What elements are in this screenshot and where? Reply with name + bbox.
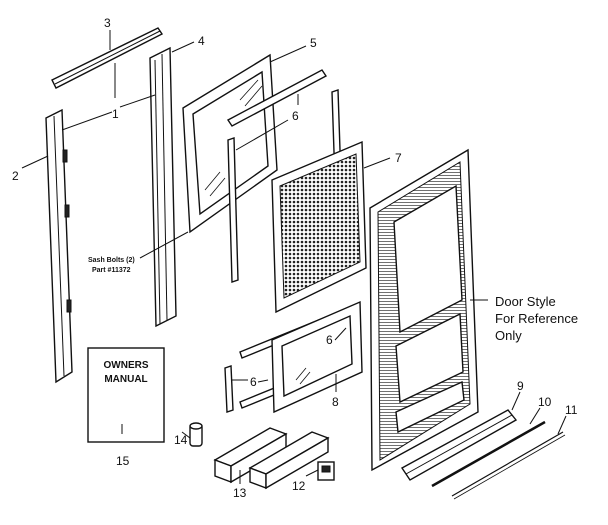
part-8-lower-glass-sash: [271, 300, 363, 414]
callout-4: 4: [198, 34, 205, 48]
part-15-owners-manual: OWNERS MANUAL: [87, 347, 165, 443]
sash-bolts-part-number: Part #11372: [92, 267, 131, 274]
callout-12: 12: [292, 479, 306, 493]
part-10-sweep: [431, 420, 546, 488]
callout-6-lower-sash: 6: [326, 333, 333, 347]
sash-bolts-label: Sash Bolts (2): [88, 257, 135, 264]
callout-8: 8: [332, 395, 339, 409]
part-11-strip: [451, 431, 566, 500]
part-2-hinge-rail: [45, 108, 73, 384]
callout-5: 5: [310, 36, 317, 50]
door-style-line1: Door Style: [495, 294, 556, 309]
part-4-latch-rail: [149, 46, 177, 328]
callout-13: 13: [233, 486, 247, 500]
callout-15: 15: [116, 454, 130, 468]
part-7-screen-sash: [271, 140, 367, 314]
part-13-blocks: [213, 427, 330, 490]
callout-3: 3: [104, 16, 111, 30]
callout-7: 7: [395, 151, 402, 165]
part-12-strike-plate: [317, 461, 335, 481]
door-style-line3: Only: [495, 328, 522, 343]
callout-1: 1: [112, 107, 119, 121]
callout-6-left: 6: [250, 375, 257, 389]
reference-door: [369, 148, 479, 472]
callout-10: 10: [538, 395, 552, 409]
manual-title-line2: MANUAL: [104, 374, 147, 385]
part-14-cap: [189, 422, 203, 447]
callout-2: 2: [12, 169, 19, 183]
callout-11: 11: [565, 403, 578, 417]
part-3-top-rail: [51, 27, 164, 89]
door-style-line2: For Reference: [495, 311, 578, 326]
leader-lines: [21, 30, 567, 484]
callout-9: 9: [517, 379, 524, 393]
part-9-bottom-expander: [400, 409, 518, 481]
callout-6-upper: 6: [292, 109, 299, 123]
manual-title-line1: OWNERS: [104, 360, 149, 371]
callout-14: 14: [174, 433, 188, 447]
